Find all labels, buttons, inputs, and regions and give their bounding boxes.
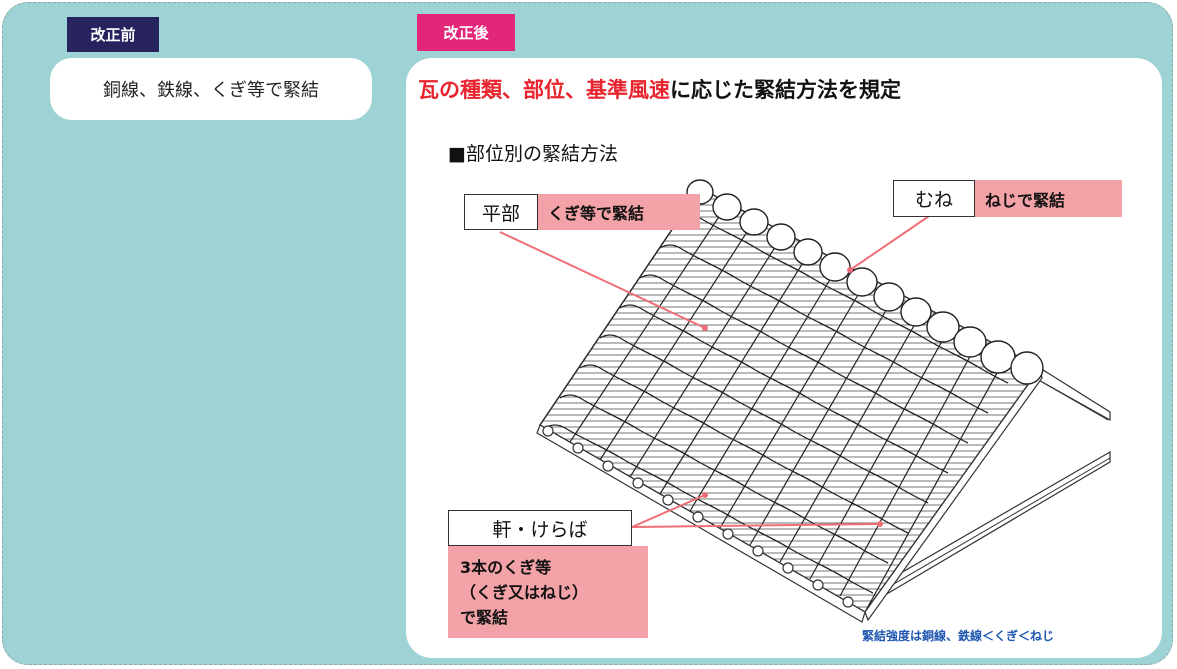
noki-method-line2: （くぎ又はねじ） <box>460 582 589 602</box>
method-noki-keraba: 3本のくぎ等 （くぎ又はねじ） で緊結 <box>448 546 648 638</box>
label-mune: むね <box>893 180 975 217</box>
noki-method-line1: 3本のくぎ等 <box>460 557 552 577</box>
ridge-tiles <box>686 179 1044 385</box>
leader-mune <box>849 211 936 271</box>
before-text: 銅線、鉄線、くぎ等で緊結 <box>103 80 319 101</box>
strength-note: 緊結強度は銅線、鉄線＜くぎ＜ねじ <box>862 629 1055 643</box>
headline-emphasis: 瓦の種類、部位、基準風速 <box>418 78 670 102</box>
label-hirabu: 平部 <box>464 194 538 230</box>
headline-rest: に応じた緊結方法を規定 <box>670 78 901 102</box>
roof-gable-side <box>879 367 1111 600</box>
section-subhead: ■部位別の緊結方法 <box>448 143 618 165</box>
method-mune: ねじで緊結 <box>975 180 1122 217</box>
leader-lines <box>499 211 936 528</box>
before-description: 銅線、鉄線、くぎ等で緊結 <box>50 58 372 120</box>
method-hirabu: くぎ等で緊結 <box>538 194 700 230</box>
leader-dots <box>702 267 883 527</box>
leader-hirabu <box>499 231 706 329</box>
noki-method-line3: で緊結 <box>460 607 509 627</box>
after-headline: 瓦の種類、部位、基準風速に応じた緊結方法を規定 <box>418 74 901 104</box>
leader-noki-2 <box>631 523 881 528</box>
after-tag: 改正後 <box>417 14 515 51</box>
label-noki-keraba: 軒・けらば <box>448 510 632 546</box>
before-tag: 改正前 <box>67 17 159 52</box>
leader-noki-1 <box>631 494 706 528</box>
